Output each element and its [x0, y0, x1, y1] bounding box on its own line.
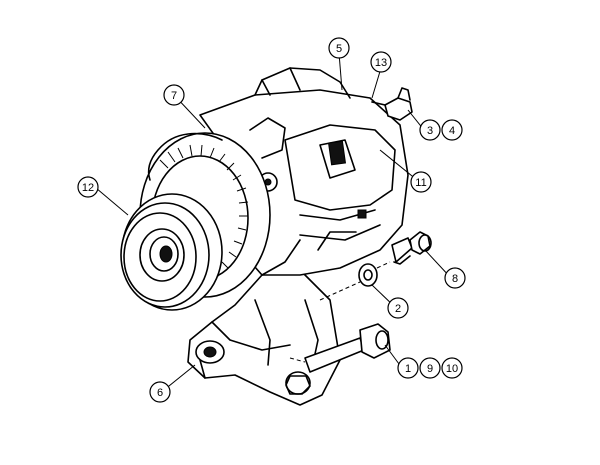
svg-text:2: 2 — [395, 303, 401, 315]
callout-3: 3 — [419, 119, 441, 141]
svg-text:10: 10 — [446, 363, 458, 375]
callout-1: 1 — [397, 357, 419, 379]
washer-2 — [358, 263, 378, 287]
bolt-8 — [391, 231, 432, 265]
callout-4: 4 — [441, 119, 463, 141]
svg-text:7: 7 — [171, 90, 177, 102]
callout-9: 9 — [419, 357, 441, 379]
callout-13: 13 — [370, 51, 392, 73]
callout-7: 7 — [163, 84, 185, 106]
bolt-1 — [304, 323, 391, 373]
callout-6: 6 — [149, 381, 171, 403]
svg-text:9: 9 — [427, 363, 433, 375]
svg-text:1: 1 — [405, 363, 411, 375]
svg-text:3: 3 — [427, 125, 433, 137]
mounting-bracket — [187, 269, 341, 406]
terminal-stud — [371, 87, 413, 121]
svg-text:12: 12 — [82, 182, 94, 194]
callout-8: 8 — [444, 267, 466, 289]
svg-text:8: 8 — [452, 273, 458, 285]
callout-12: 12 — [77, 176, 99, 198]
svg-text:13: 13 — [375, 57, 387, 69]
assembly-centerlines — [289, 261, 391, 363]
pulley — [120, 193, 223, 311]
svg-text:6: 6 — [157, 387, 163, 399]
callout-2: 2 — [387, 297, 409, 319]
svg-text:11: 11 — [415, 177, 426, 189]
svg-text:4: 4 — [449, 125, 455, 137]
callout-11: 11 — [410, 171, 432, 193]
callout-5: 5 — [328, 37, 350, 59]
callout-10: 10 — [441, 357, 463, 379]
svg-text:5: 5 — [336, 43, 342, 55]
